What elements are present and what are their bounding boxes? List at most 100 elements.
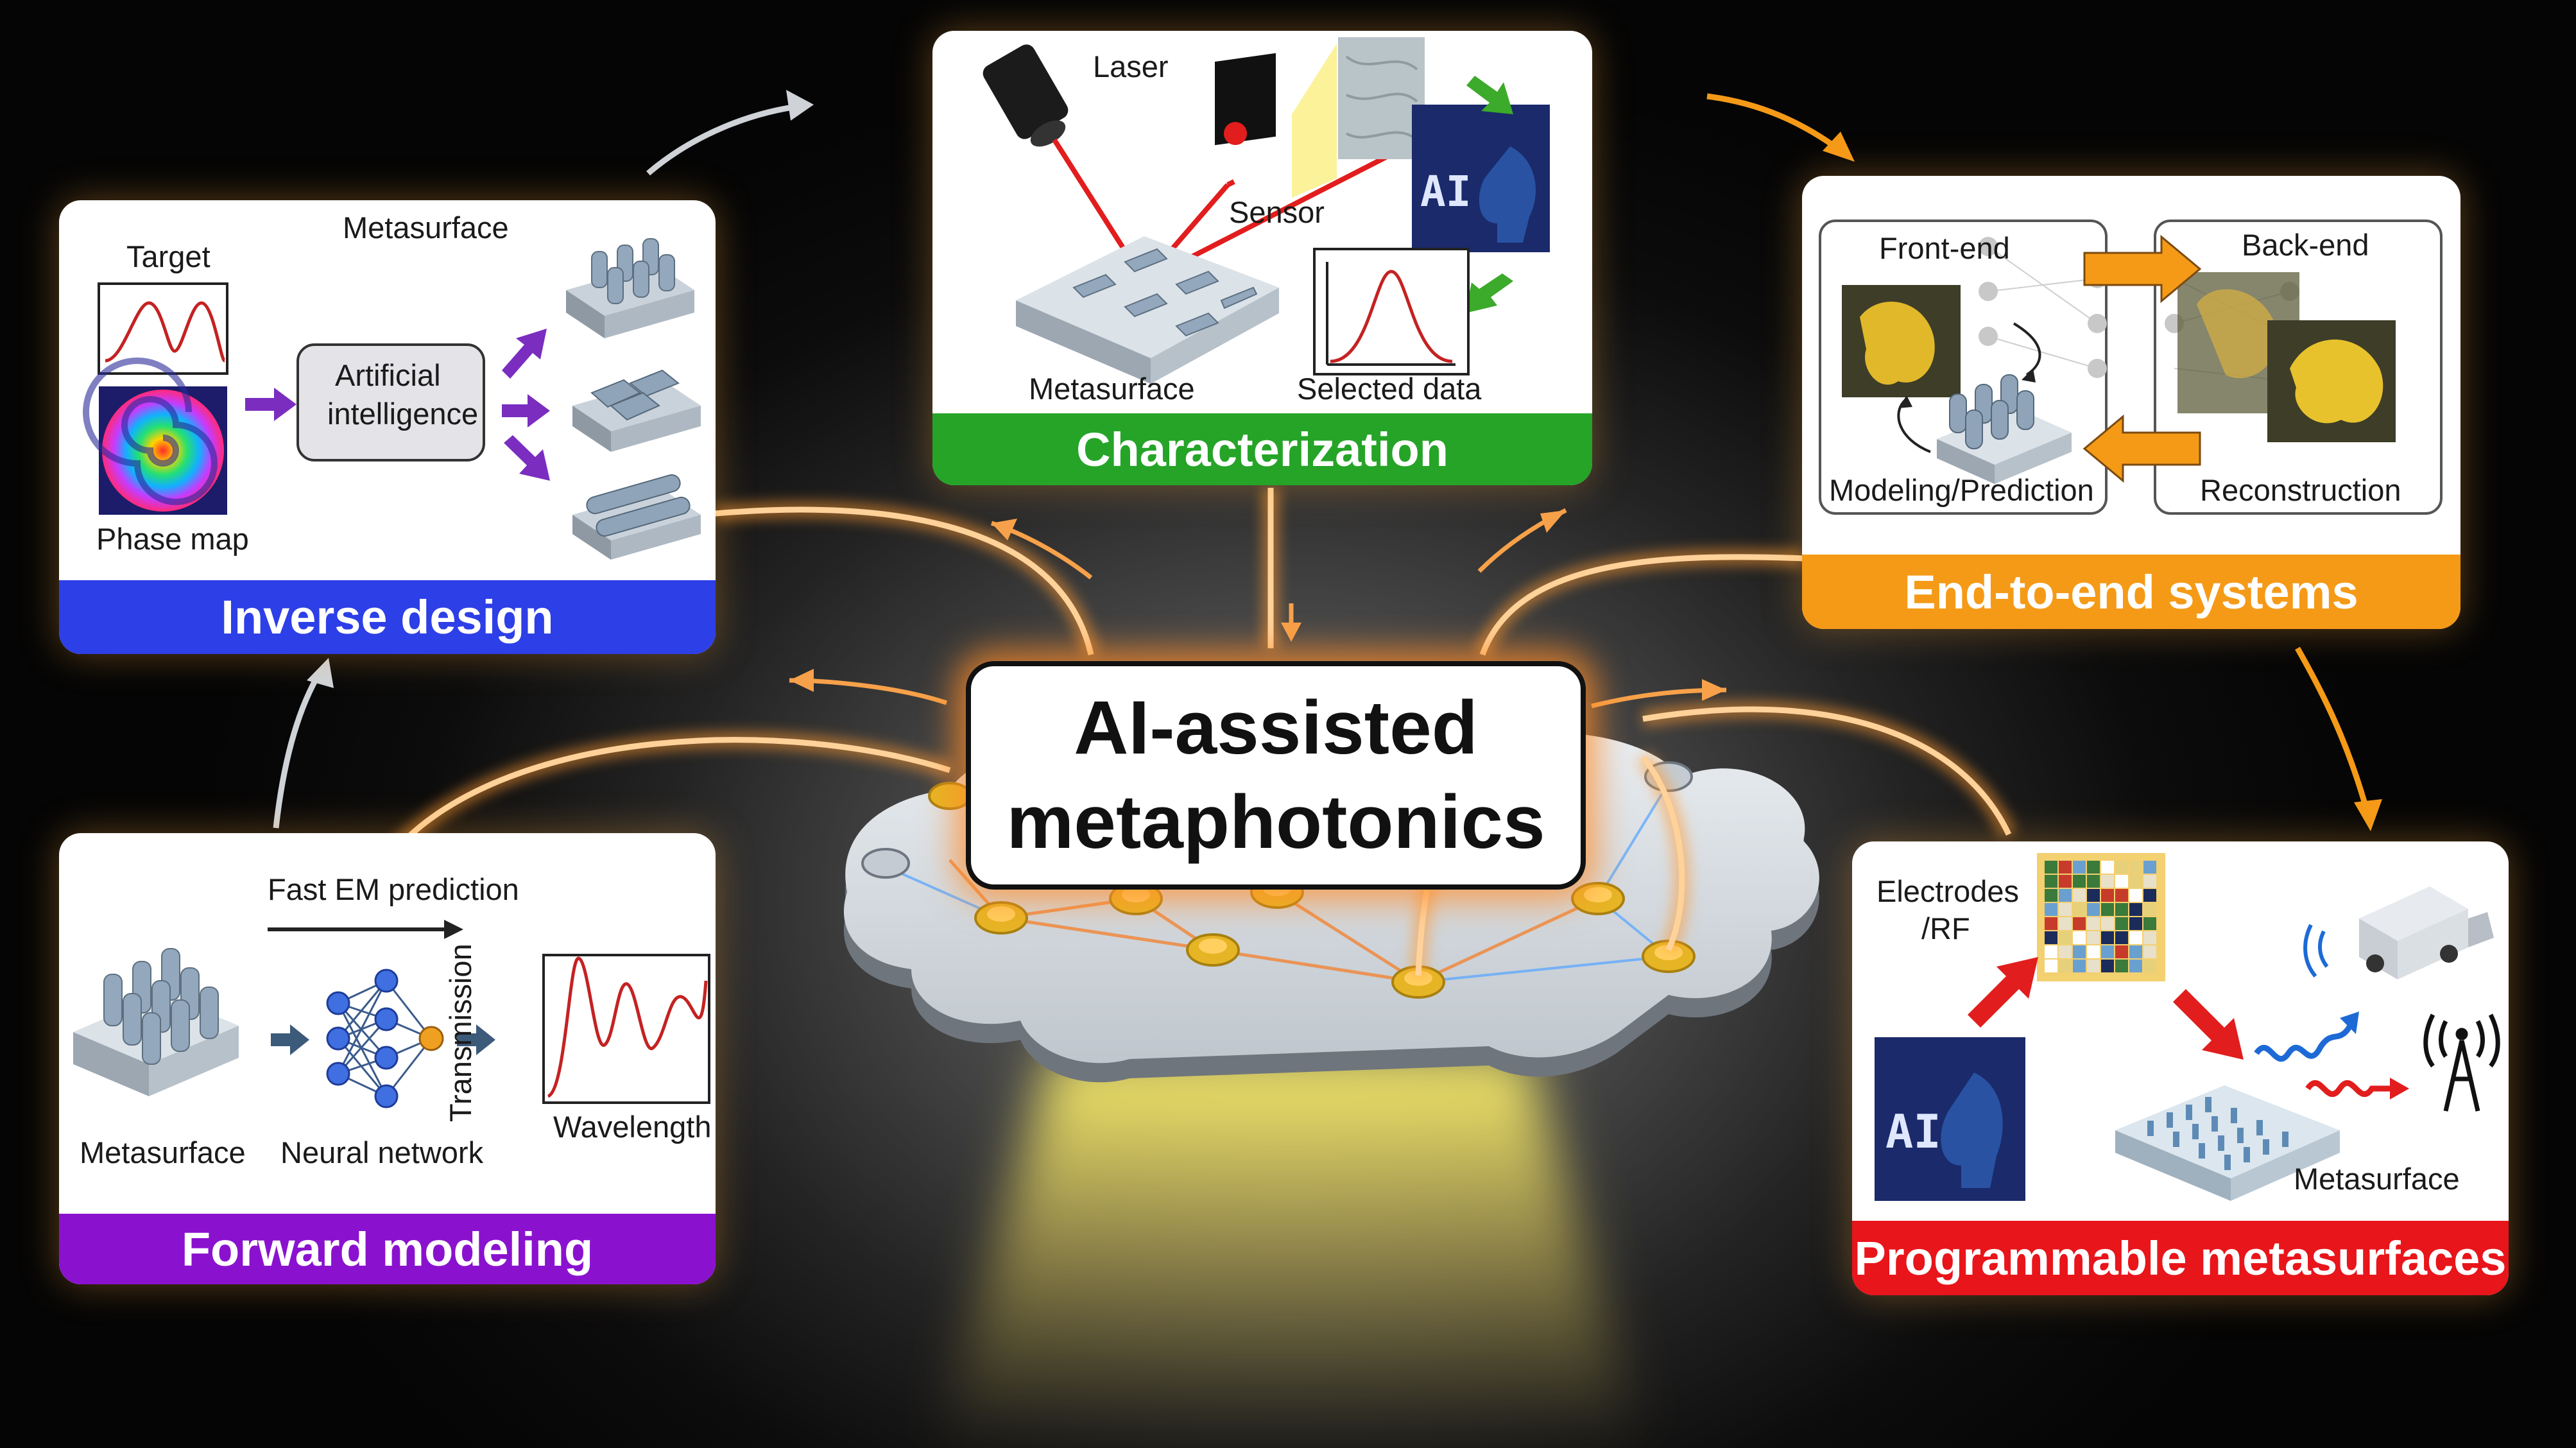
coding-cell xyxy=(2101,931,2114,944)
coding-cell xyxy=(2115,889,2128,902)
forward-modeling-panel: Fast EM prediction Metasurface Neural ne… xyxy=(59,833,716,1284)
programmable-panel: Electrodes /RF Metasurface AI Programmab… xyxy=(1852,841,2509,1295)
characterization-metasurface xyxy=(1016,236,1279,384)
coding-cell xyxy=(2087,960,2100,972)
back-end-box xyxy=(2154,220,2443,515)
neural-network-label: Neural network xyxy=(280,1135,484,1169)
programmable-graphics xyxy=(1875,853,2500,1201)
coding-cell xyxy=(2087,875,2100,888)
coding-cell xyxy=(2045,889,2057,902)
coding-cell xyxy=(2101,875,2114,888)
red-wave xyxy=(2305,1080,2391,1097)
coding-cell xyxy=(2143,931,2156,944)
coding-cell xyxy=(2059,889,2072,902)
green-arrows xyxy=(1465,76,1513,313)
modeling-prediction-label: Modeling/Prediction xyxy=(1829,473,2094,507)
coding-cell xyxy=(2115,960,2128,972)
coding-cell xyxy=(2087,945,2100,958)
coding-cell xyxy=(2045,903,2057,916)
coding-cell xyxy=(2073,861,2086,874)
laser-label: Laser xyxy=(1093,49,1169,83)
programmable-metasurface xyxy=(2115,1085,2340,1201)
laser-device xyxy=(983,44,1069,147)
fast-em-label: Fast EM prediction xyxy=(268,872,519,906)
rf-label: /RF xyxy=(1921,911,1970,945)
coding-cell xyxy=(2115,903,2128,916)
coding-cell xyxy=(2129,889,2142,902)
coding-cell xyxy=(2045,861,2057,874)
front-end-image xyxy=(1842,285,1961,397)
coding-cell xyxy=(2101,861,2114,874)
sensor-device xyxy=(1215,53,1276,146)
programmable-title: Programmable metasurfaces xyxy=(1852,1221,2509,1295)
transmission-label: Transmission xyxy=(443,944,477,1122)
coding-cell xyxy=(2059,931,2072,944)
coding-cell xyxy=(2101,917,2114,930)
coding-cell xyxy=(2059,903,2072,916)
coding-cell xyxy=(2143,945,2156,958)
coding-cell xyxy=(2143,917,2156,930)
coding-cell xyxy=(2045,917,2057,930)
coding-cell xyxy=(2059,875,2072,888)
selected-data-label: Selected data xyxy=(1297,372,1482,406)
ai-chip-text: AI xyxy=(1885,1105,1941,1159)
characterization-graphics xyxy=(983,37,1550,384)
coding-cell xyxy=(2045,960,2057,972)
coding-cell xyxy=(2143,875,2156,888)
phase-map-label: Phase map xyxy=(96,522,249,556)
target-label: Target xyxy=(126,239,210,273)
coding-cell xyxy=(2129,931,2142,944)
ai-box-line2: intelligence xyxy=(327,397,479,431)
coding-cell xyxy=(2059,945,2072,958)
coding-cell xyxy=(2143,960,2156,972)
ai-box-line1: Artificial xyxy=(335,358,441,392)
coding-cell xyxy=(2101,945,2114,958)
coding-cell xyxy=(2059,960,2072,972)
platform-nodes xyxy=(861,761,1696,999)
coding-cell xyxy=(2129,960,2142,972)
coding-cell xyxy=(2045,931,2057,944)
characterization-title: Characterization xyxy=(932,413,1592,485)
center-title-line2: metaphotonics xyxy=(1006,780,1545,865)
coding-cell xyxy=(2101,960,2114,972)
coding-cell xyxy=(2073,931,2086,944)
coding-cell xyxy=(2129,875,2142,888)
blue-wave xyxy=(2254,1019,2356,1062)
coding-cell xyxy=(2073,960,2086,972)
metasurface-label: Metasurface xyxy=(2294,1162,2460,1196)
workflow-arrows xyxy=(273,90,2382,831)
coding-cell xyxy=(2059,917,2072,930)
coding-cell xyxy=(2073,945,2086,958)
transmission-plot xyxy=(542,954,710,1104)
center-title-line1: AI-assisted xyxy=(1074,685,1478,770)
coding-cell xyxy=(2059,861,2072,874)
forward-modeling-graphics xyxy=(73,920,710,1108)
coding-cell xyxy=(2115,945,2128,958)
forward-metasurface xyxy=(73,948,239,1096)
metasurface-label: Metasurface xyxy=(80,1135,246,1169)
coding-cell xyxy=(2115,931,2128,944)
antenna-tower-icon xyxy=(2423,1013,2500,1112)
coding-cell xyxy=(2143,861,2156,874)
coding-cell xyxy=(2101,889,2114,902)
metasurface-slabs xyxy=(572,369,701,452)
truck-icon xyxy=(2303,886,2494,979)
coding-cell xyxy=(2073,917,2086,930)
coding-cell xyxy=(2115,917,2128,930)
metasurface-pillars xyxy=(566,238,694,338)
phase-map-image xyxy=(83,358,227,515)
neural-network-diagram xyxy=(326,969,444,1108)
coding-cell xyxy=(2129,903,2142,916)
light-beam xyxy=(937,1053,1643,1448)
target-spectrum-plot xyxy=(98,282,228,375)
characterization-panel: Laser Sensor Metasurface Selected data A… xyxy=(932,31,1592,485)
orange-flow-arrows xyxy=(2082,234,2202,483)
selected-data-plot xyxy=(1313,248,1470,375)
coding-cell xyxy=(2129,861,2142,874)
coding-cell xyxy=(2129,917,2142,930)
inverse-design-graphics xyxy=(83,238,701,560)
coding-cell xyxy=(2045,945,2057,958)
ai-chip-image xyxy=(1412,105,1550,252)
coding-cell xyxy=(2073,903,2086,916)
coding-cell xyxy=(2087,917,2100,930)
